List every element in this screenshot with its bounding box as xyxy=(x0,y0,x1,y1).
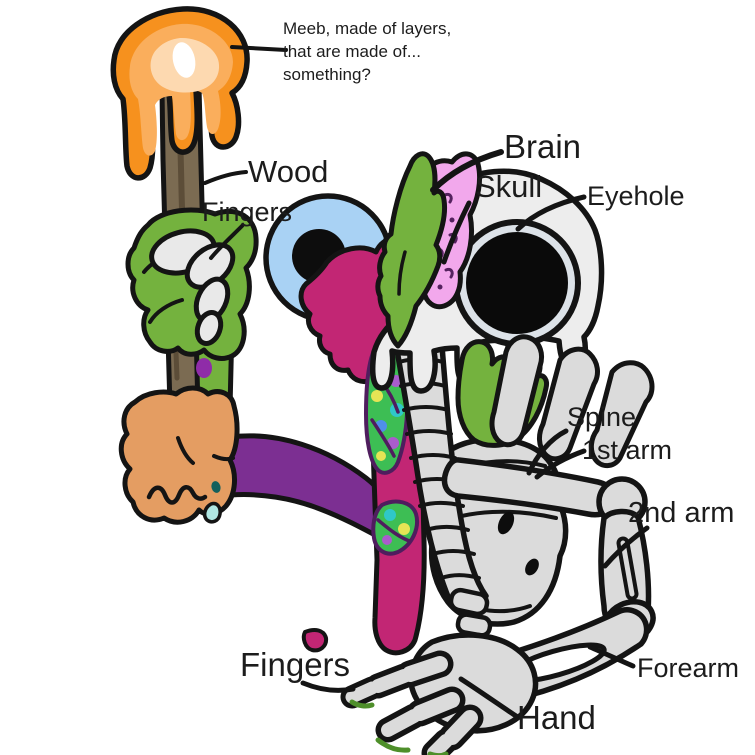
pointer-skull xyxy=(441,200,472,265)
label-spine: Spine xyxy=(567,402,636,432)
patch-dot xyxy=(398,523,410,535)
eyehole-dark xyxy=(466,232,568,334)
pointer-fingers-top xyxy=(209,224,244,260)
ribcage-hole xyxy=(525,558,539,576)
tan-hand-blob xyxy=(118,385,240,525)
caption-line-3: something? xyxy=(283,65,371,84)
patch-dot xyxy=(382,535,392,545)
green-spike-crease xyxy=(397,250,407,296)
green-sliver xyxy=(375,737,411,753)
pointer-spine xyxy=(526,428,569,476)
tan-hand xyxy=(118,385,240,525)
brain-dot xyxy=(437,284,443,290)
pointer-lines xyxy=(203,45,650,719)
label-brain: Brain xyxy=(504,128,581,165)
label-forearm: Forearm xyxy=(637,653,739,683)
label-wood: Wood xyxy=(248,154,328,189)
label-fingers-bottom: Fingers xyxy=(240,646,350,683)
label-skull: Skull xyxy=(475,169,542,204)
skeleton-arm xyxy=(441,457,656,705)
first-arm-bone xyxy=(441,457,617,518)
tan-hand-crease xyxy=(212,454,235,462)
pointer-wood xyxy=(203,170,248,185)
purple-spot xyxy=(196,358,212,378)
tan-hand-crease xyxy=(176,436,195,465)
brain-dot xyxy=(449,217,455,223)
pointer-brain xyxy=(430,149,504,193)
label-fingers-top: Fingers xyxy=(202,197,292,227)
skeleton-hand xyxy=(340,632,539,755)
pointer-forearm xyxy=(587,644,636,669)
pointer-fingers-bottom xyxy=(300,680,356,693)
finger-bone xyxy=(194,310,224,346)
patch-vein xyxy=(370,418,396,458)
green-head-spike xyxy=(375,151,447,349)
patch-dot xyxy=(376,451,386,461)
pointer-caption xyxy=(230,45,288,52)
flame-core xyxy=(172,42,196,78)
green-spike-blob xyxy=(375,151,447,349)
caption-line-2: that are made of... xyxy=(283,42,421,61)
tear-dot xyxy=(211,481,221,493)
label-first-arm: 1st arm xyxy=(582,435,672,465)
label-second-arm: 2nd arm xyxy=(628,497,734,529)
caption-line-1: Meeb, made of layers, xyxy=(283,19,451,38)
pointer-hand xyxy=(458,676,519,719)
patch-dot xyxy=(371,390,383,402)
tan-hand-squiggle xyxy=(146,485,208,505)
green-sliver xyxy=(349,699,375,709)
annotations: Meeb, made of layers, that are made of..… xyxy=(202,19,739,736)
small-vertebra xyxy=(448,587,490,617)
bone-prong xyxy=(588,360,655,469)
bone-prong xyxy=(537,346,600,462)
patch-dot xyxy=(384,509,396,521)
ribcage-hole xyxy=(497,511,515,535)
tear-drop xyxy=(202,501,222,524)
skull xyxy=(369,168,605,394)
vertebra-line xyxy=(418,501,465,508)
vertebra-line xyxy=(405,429,453,436)
finger-bones-fill xyxy=(345,656,478,755)
brain-mark xyxy=(444,268,454,279)
brain-mark xyxy=(443,193,453,204)
fist-crease xyxy=(148,298,184,324)
vertebra-line xyxy=(402,405,450,412)
vertebra-line xyxy=(424,525,470,532)
patch-vein xyxy=(376,518,414,544)
pointer-second-arm xyxy=(602,525,650,569)
green-sliver xyxy=(427,751,449,755)
vertebra-line xyxy=(439,573,481,580)
pointer-eyehole xyxy=(515,194,587,232)
flesh-sliver xyxy=(301,628,329,653)
pointer-first-arm xyxy=(534,448,587,480)
vertebra-line xyxy=(409,453,457,460)
shoulder-spikes xyxy=(455,334,655,469)
bone-fingers-on-stick xyxy=(149,228,236,346)
label-eyehole: Eyehole xyxy=(587,181,685,211)
label-hand: Hand xyxy=(517,699,596,736)
second-arm-slot-inner xyxy=(620,540,635,597)
vertebra-line xyxy=(431,549,476,556)
bone-prong xyxy=(489,334,545,448)
